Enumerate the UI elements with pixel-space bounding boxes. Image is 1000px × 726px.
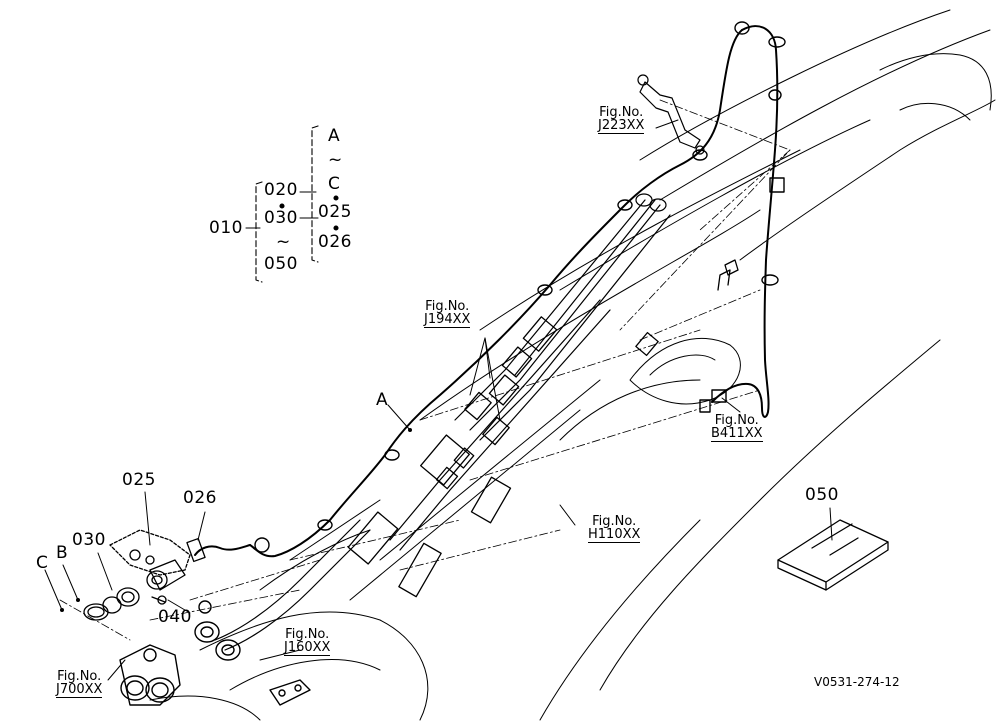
harness-clips xyxy=(254,21,786,553)
ref-tilde-1: ~ xyxy=(276,232,291,252)
reference-bracket xyxy=(245,125,339,283)
fig-ref-j160-line1: Fig.No. xyxy=(285,627,330,642)
fig-ref-b411-line1: Fig.No. xyxy=(714,413,759,428)
ref-020: 020 xyxy=(264,180,298,200)
fig-ref-j700-line2: J700XX xyxy=(56,682,103,698)
drawing-code: V0531-274-12 xyxy=(814,675,900,689)
fig-ref-j160-line2: J160XX xyxy=(284,640,331,656)
fig-ref-j160[interactable]: Fig.No. J160XX xyxy=(284,627,331,656)
callout-A: A xyxy=(376,390,389,410)
fig-ref-j194-line2: J194XX xyxy=(424,312,471,328)
connector-assembly xyxy=(83,529,206,621)
ref-026: 026 xyxy=(318,232,352,252)
fig-ref-j700[interactable]: Fig.No. J700XX xyxy=(56,669,103,698)
fig-ref-h110[interactable]: Fig.No. H110XX xyxy=(588,514,641,543)
fig-ref-j194-line1: Fig.No. xyxy=(425,299,470,314)
hydraulic-hoses xyxy=(214,193,671,651)
leader-lines xyxy=(44,119,833,681)
fig-ref-b411-line2: B411XX xyxy=(711,426,763,442)
upper-bracket xyxy=(637,74,705,155)
ref-025: 025 xyxy=(318,202,352,222)
callout-030: 030 xyxy=(72,530,106,550)
callout-050: 050 xyxy=(805,485,839,505)
manual-book xyxy=(777,519,889,591)
ref-050: 050 xyxy=(264,254,298,274)
fig-ref-h110-line2: H110XX xyxy=(588,527,641,543)
fig-ref-j223-line1: Fig.No. xyxy=(599,105,644,120)
ref-tilde-2: ~ xyxy=(328,150,343,170)
callout-040: 040 xyxy=(158,607,192,627)
ref-030: 030 xyxy=(264,208,298,228)
callout-B: B xyxy=(56,543,69,563)
fig-ref-j700-line1: Fig.No. xyxy=(57,669,102,684)
callout-C: C xyxy=(36,553,49,573)
ref-C: C xyxy=(328,174,341,194)
callout-026: 026 xyxy=(183,488,217,508)
leader-dots xyxy=(60,428,412,612)
ref-root-010: 010 xyxy=(209,218,243,238)
wire-harness xyxy=(194,25,779,558)
frame-outline xyxy=(149,9,996,721)
couplers xyxy=(347,259,739,598)
callout-025: 025 xyxy=(122,470,156,490)
reference-lines xyxy=(59,99,791,641)
coupler-heads xyxy=(119,600,311,706)
fig-ref-j223[interactable]: Fig.No. J223XX xyxy=(598,105,645,134)
fig-ref-j223-line2: J223XX xyxy=(598,118,645,134)
fig-ref-b411[interactable]: Fig.No. B411XX xyxy=(711,414,763,442)
fig-ref-j194[interactable]: Fig.No. J194XX xyxy=(424,299,471,328)
fig-ref-h110-line1: Fig.No. xyxy=(592,514,637,529)
ref-A: A xyxy=(328,126,341,146)
